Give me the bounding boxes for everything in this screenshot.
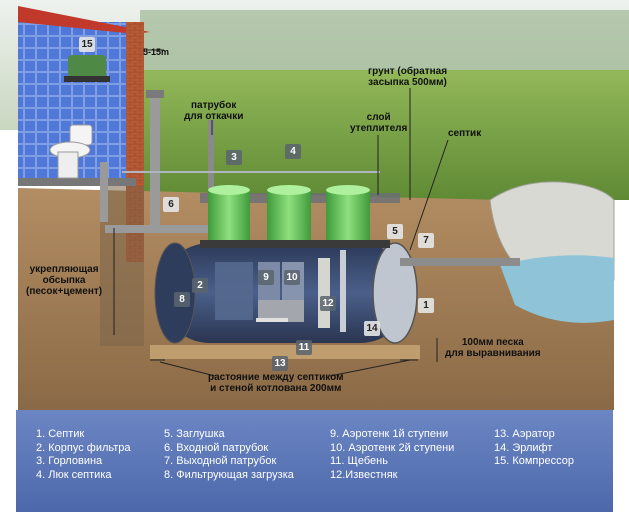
hatch-group [208,185,370,242]
badge-6: 6 [163,197,179,212]
legend-item: 1. Септик [36,428,85,440]
dimension-lines [113,49,449,377]
inlet-pipe [105,225,217,233]
grass-field [140,70,629,200]
badge-5: 5 [387,224,403,239]
filter-housing [215,262,253,320]
septic-label: септик [448,128,482,139]
sand-layer [150,345,420,359]
compressor [68,55,106,79]
badge-10: 10 [284,270,300,285]
airlift [340,250,346,332]
legend-item: 12.Известняк [330,468,398,481]
distance-label: растояние между септиком и стеной котлов… [208,372,344,394]
legend-item: 5. Заглушка [164,428,225,440]
pump-pipe [208,120,214,230]
badge-8: 8 [174,292,190,307]
legend-item: 4. Люк септика [36,468,112,481]
badge-12: 12 [320,296,336,311]
tank-top-cover [200,240,390,248]
badge-14: 14 [364,321,380,336]
legend-item: 7. Выходной патрубок [164,455,277,467]
soil-label: грунт (обратная засыпка 500мм) [368,66,448,88]
sand-label: 100мм песка для выравнивания [445,337,541,359]
legend-item: 9. Аэротенк 1й ступени [330,428,449,440]
legend-item: 11. Щебень [330,455,388,467]
badge-3: 3 [226,150,242,165]
badge-11: 11 [296,340,312,355]
badge-4: 4 [285,144,301,159]
aerator [256,318,288,322]
crushed-stone [258,300,304,322]
insulation-label: слой утеплителя [350,112,408,134]
badge-9: 9 [258,270,274,285]
tank-end-right [372,242,418,344]
badge-13: 13 [272,356,288,371]
legend-col-1: 1. Септик 2. Корпус фильтра 3. Горловина… [36,428,131,482]
legend-item: 3. Горловина [36,455,103,467]
backfill-label: укрепляющая обсыпка (песок+цемент) [26,264,103,297]
legend-item: 10. Аэротенк 2й ступени [330,441,455,454]
tree-line [140,10,629,70]
badge-15: 15 [79,37,95,52]
legend-item: 6. Входной патрубок [164,441,269,454]
legend-item: 14. Эрлифт [494,441,553,454]
legend-item: 15. Компрессор [494,455,574,467]
legend-item: 8. Фильтрующая загрузка [164,468,294,481]
floor [18,178,136,186]
outlet-pipe [400,258,520,266]
badge-1: 1 [418,298,434,313]
dimension-top-label: 5-15m [143,47,170,57]
legend-panel: 1. Септик 2. Корпус фильтра 3. Горловина… [16,410,613,512]
water [500,255,614,323]
limestone [318,258,330,328]
toilet-icon [49,124,93,179]
legend-col-4: 13. Аэратор 14. Эрлифт 15. Компрессор [494,428,574,469]
legend-item: 2. Корпус фильтра [36,441,131,454]
vent-pipe [150,96,160,226]
legend-item: 13. Аэратор [494,428,555,440]
badge-7: 7 [418,233,434,248]
legend-col-3: 9. Аэротенк 1й ступени 10. Аэротенк 2й с… [330,428,454,482]
pump-pipe-label: патрубок для откачки [184,100,244,122]
badge-2: 2 [192,278,208,293]
drain-pipe [100,162,108,222]
roof [18,6,150,34]
legend-col-2: 5. Заглушка 6. Входной патрубок 7. Выход… [164,428,294,482]
